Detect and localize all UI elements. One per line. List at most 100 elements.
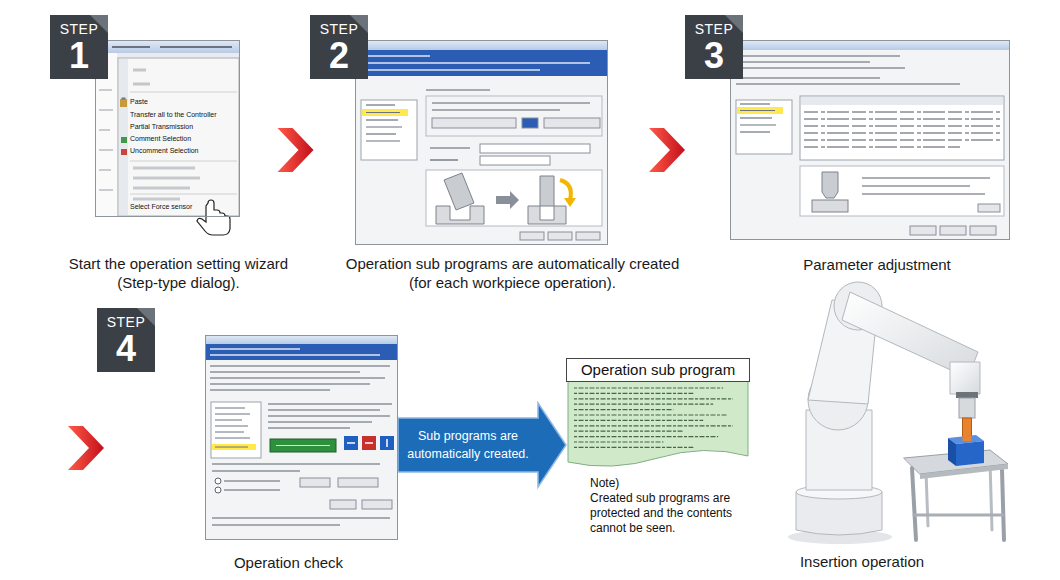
document-shape: Operation sub program: [566, 358, 750, 470]
dialog-screenshot: [978, 204, 1000, 212]
flow-chevron: [68, 426, 104, 470]
dialog-screenshot: [940, 226, 966, 235]
dialog-screenshot: [224, 481, 280, 482]
dialog-screenshot: [210, 349, 380, 355]
menu-screenshot: [133, 187, 190, 190]
dialog-screenshot: [520, 232, 600, 240]
dialog-screenshot: [270, 439, 336, 452]
dialog-screenshot: [361, 56, 590, 70]
dialog-screenshot: [740, 110, 775, 111]
dialog-screenshot: [361, 69, 540, 71]
step-badge: STEP3: [685, 15, 743, 79]
dialog-screenshot: [862, 185, 970, 186]
menu-screenshot: [99, 129, 110, 131]
dialog-screenshot: [426, 89, 490, 90]
robot-illustration: [963, 418, 972, 440]
dialog-screenshot: [362, 436, 376, 450]
dialog-screenshot: [804, 126, 1000, 127]
menu-screenshot: [133, 69, 146, 72]
menu-screenshot: [95, 40, 240, 217]
step-label: STEP: [50, 21, 108, 37]
dialog-screenshot: [736, 100, 792, 154]
dialog-screenshot: [480, 144, 590, 153]
menu-item: Partial Transmission: [130, 123, 193, 131]
dialog-screenshot: [380, 436, 394, 450]
dialog-screenshot: [560, 180, 571, 200]
dialog-screenshot: [330, 500, 356, 509]
step-badge: STEP1: [50, 15, 108, 79]
dialog-screenshot: [564, 198, 576, 207]
program-line: [574, 431, 683, 432]
menu-item: Select Force sensor: [130, 203, 192, 211]
dialog-screenshot: [740, 104, 776, 132]
dialog-screenshot: [361, 100, 417, 160]
dialog-screenshot: [576, 232, 600, 240]
program-line: [574, 398, 733, 399]
menu-screenshot: [133, 198, 180, 201]
dialog-screenshot: [300, 478, 330, 487]
dialog-screenshot: [480, 156, 550, 165]
program-line: [574, 387, 723, 388]
step-label: STEP: [310, 21, 368, 37]
dialog-screenshot: [268, 404, 392, 428]
dialog-screenshot: [432, 102, 590, 103]
dialog-screenshot: [801, 97, 1003, 105]
program-line: [574, 404, 713, 405]
dialog-screenshot: [548, 232, 572, 240]
dialog-screenshot: [212, 518, 390, 519]
dialog-screenshot: [205, 335, 398, 344]
screenshot-panel: Operation check: [205, 335, 398, 540]
dialog-screenshot: [804, 119, 1000, 120]
dialog-screenshot: [215, 487, 221, 493]
dialog-screenshot: [862, 177, 990, 178]
dialog-screenshot: [430, 147, 470, 148]
menu-screenshot: [112, 46, 150, 48]
step-label: STEP: [685, 21, 743, 37]
program-line: [574, 436, 718, 437]
workpiece-cube: [948, 435, 984, 466]
dialog-screenshot: [212, 464, 390, 525]
dialog-screenshot: [215, 408, 245, 409]
menu-item: Comment Selection: [130, 135, 191, 143]
dialog-screenshot: [736, 77, 880, 78]
dialog-screenshot: [910, 226, 936, 235]
menu-screenshot: [99, 149, 113, 151]
dialog-screenshot: [268, 416, 390, 417]
illustration-caption: Insertion operation: [787, 553, 937, 572]
dialog-screenshot: [210, 366, 390, 367]
workpiece-cube: [956, 441, 984, 466]
dialog-screenshot: [386, 439, 388, 447]
work-table: [920, 464, 1008, 479]
dialog-screenshot: [211, 402, 261, 458]
dialog-screenshot: [215, 420, 242, 421]
step-number: 1: [50, 37, 108, 75]
block-arrow: [398, 403, 566, 487]
step-caption: Operation check: [189, 553, 389, 572]
flow-chevron: [278, 128, 314, 172]
dialog-screenshot: [210, 384, 370, 385]
dialog-screenshot: [736, 83, 960, 84]
program-line: [574, 409, 673, 410]
robot-illustration: [959, 398, 975, 418]
dialog-screenshot: [496, 191, 519, 209]
dialog-screenshot: [215, 438, 250, 439]
screenshot-panel: Parameter adjustment: [730, 40, 1010, 240]
dialog-screenshot: [355, 40, 608, 50]
dialog-screenshot: [366, 119, 398, 120]
dialog-screenshot: [737, 107, 783, 114]
dialog-screenshot: [212, 525, 340, 526]
menu-screenshot: [133, 83, 150, 86]
dialog-screenshot: [215, 432, 244, 433]
document-shape: [568, 381, 748, 466]
menu-screenshot: [95, 40, 240, 217]
workpiece-cube: [963, 436, 972, 441]
dialog-screenshot: [212, 444, 256, 450]
dialog-screenshot: [804, 112, 1000, 113]
dialog-screenshot: [800, 96, 1004, 160]
dialog-screenshot: [812, 200, 848, 212]
menu-item: Uncomment Selection: [130, 147, 198, 155]
dialog-screenshot: [366, 112, 400, 113]
menu-screenshot: [133, 70, 150, 84]
